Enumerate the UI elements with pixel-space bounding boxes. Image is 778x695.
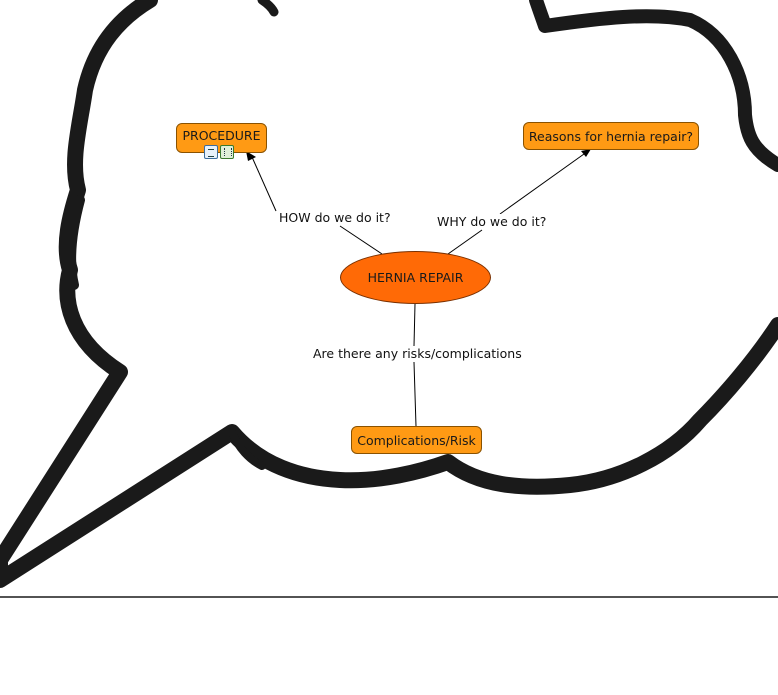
- concept-hernia-repair[interactable]: HERNIA REPAIR: [340, 251, 491, 304]
- concept-complications-label: Complications/Risk: [357, 432, 476, 448]
- arrowheads: [246, 149, 591, 161]
- concept-procedure[interactable]: PROCEDURE: [176, 123, 267, 153]
- link-line-why: [447, 229, 483, 255]
- procedure-resource-icons: [204, 145, 234, 159]
- link-line-why-upper: [499, 153, 585, 215]
- concept-reasons-for-hernia-repair[interactable]: Reasons for hernia repair?: [523, 122, 699, 150]
- concept-procedure-label: PROCEDURE: [182, 128, 261, 143]
- video-document-icon[interactable]: [220, 145, 234, 159]
- concept-complications-risk[interactable]: Complications/Risk: [351, 426, 482, 454]
- speech-bubble-outline: [0, 0, 778, 588]
- link-line-how-upper: [251, 156, 277, 212]
- link-line-risks-lower: [413, 361, 417, 427]
- link-line-how: [339, 225, 383, 255]
- link-label-how[interactable]: HOW do we do it?: [278, 210, 392, 225]
- link-label-risks[interactable]: Are there any risks/complications: [312, 346, 523, 361]
- arrowhead-procedure: [246, 151, 256, 161]
- link-label-why[interactable]: WHY do we do it?: [436, 214, 548, 229]
- link-line-risks: [413, 303, 416, 347]
- text-document-icon[interactable]: [204, 145, 218, 159]
- arrowhead-reasons: [581, 149, 591, 157]
- concept-hernia-repair-label: HERNIA REPAIR: [367, 270, 464, 285]
- concept-reasons-label: Reasons for hernia repair?: [528, 128, 694, 144]
- connector-lines: [251, 153, 585, 427]
